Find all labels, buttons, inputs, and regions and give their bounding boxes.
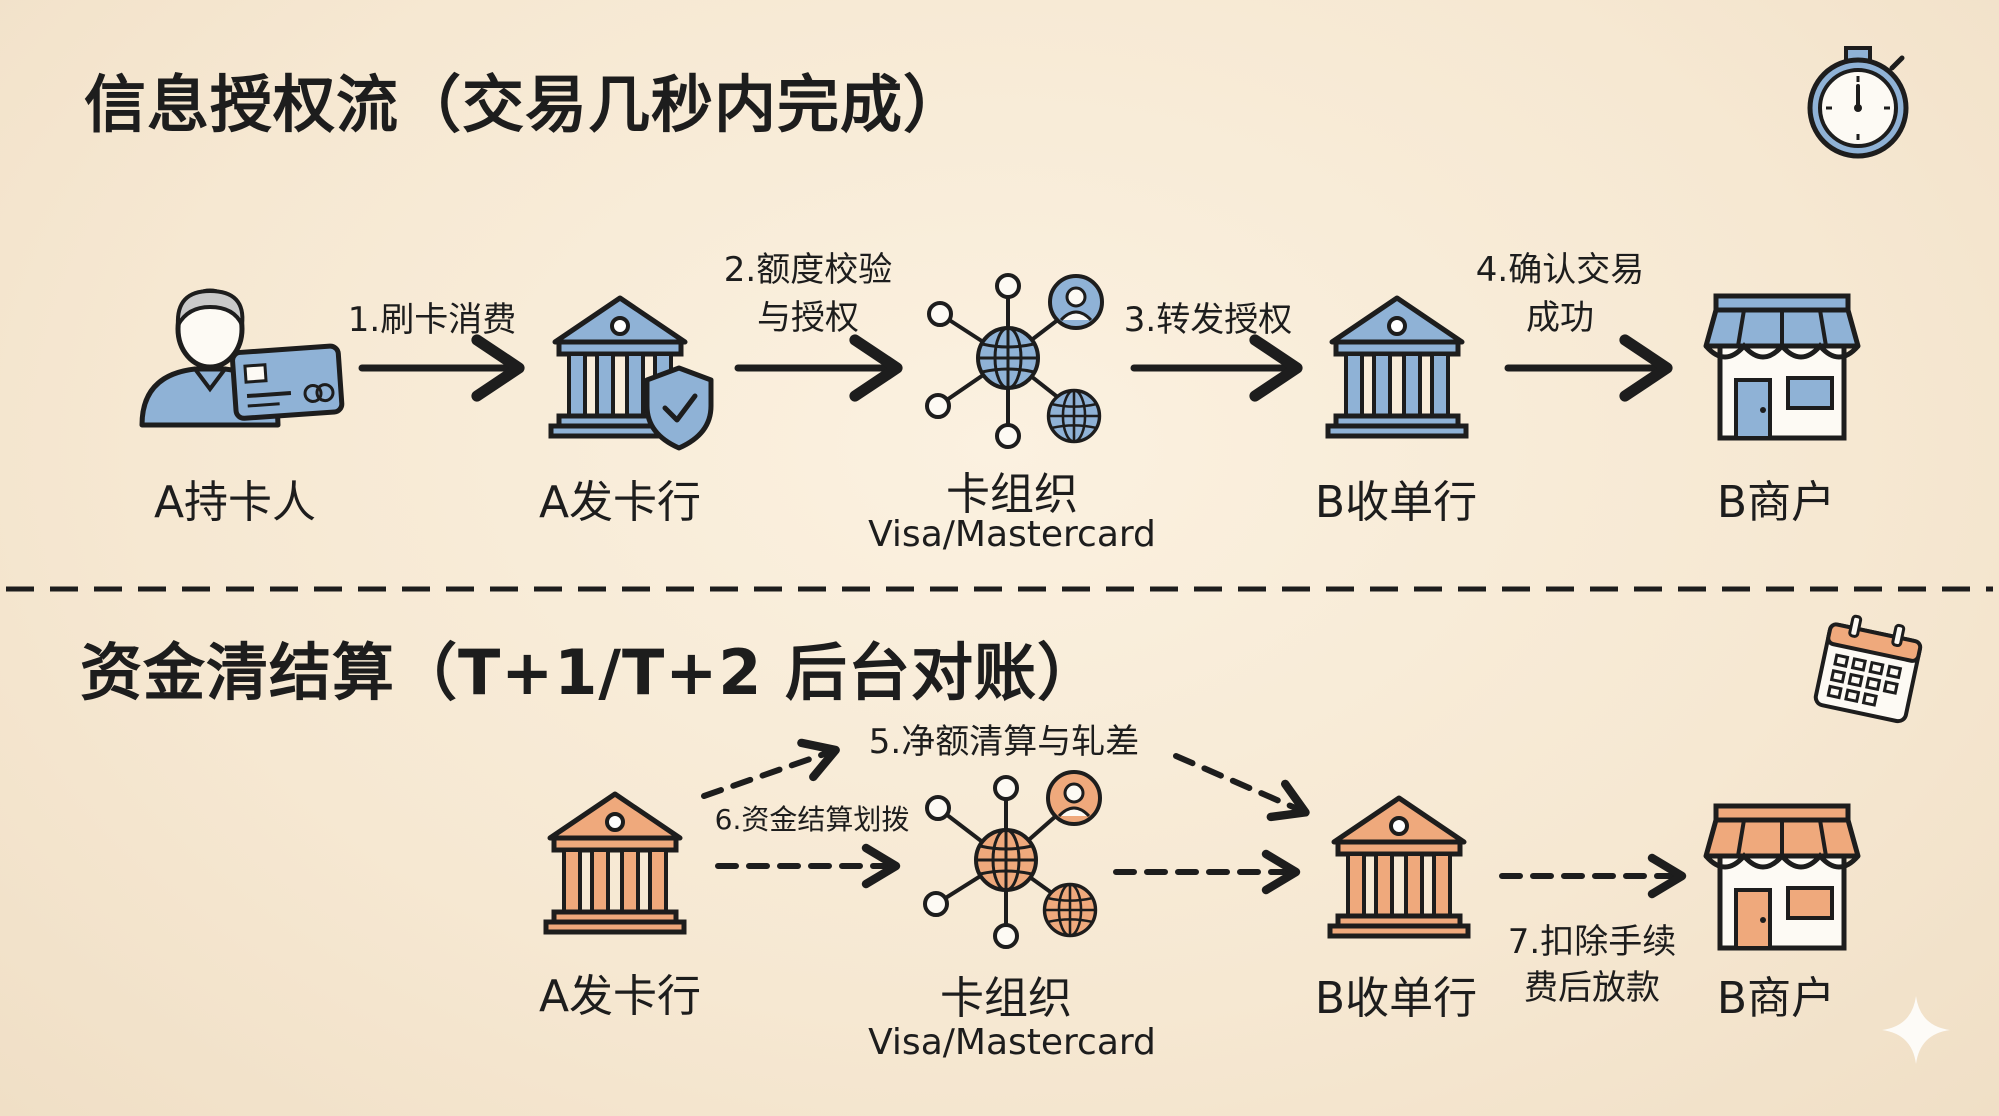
cardholder-icon (139, 288, 345, 428)
globe-icon (976, 326, 1040, 390)
step-7-label-line1: 7.扣除手续 (1507, 922, 1677, 962)
card-network-icon (925, 273, 1104, 449)
settle-issuer-label: A发卡行 (538, 971, 702, 1022)
settle-section-title: 资金清结算（T+1/T+2 后台对账） (80, 636, 1100, 709)
step-2-label-line2: 与授权 (757, 298, 859, 338)
user-node-icon (1048, 274, 1104, 330)
settle-issuer-bank-icon (546, 794, 684, 932)
settle-card-network-icon (923, 770, 1102, 949)
calendar-icon (1813, 614, 1923, 724)
step-3-label: 3.转发授权 (1123, 300, 1293, 340)
auth-section-title: 信息授权流（交易几秒内完成） (84, 68, 967, 141)
arrow-step-5a (701, 738, 840, 799)
stopwatch-icon (1807, 46, 1909, 159)
issuer-bank-icon (551, 298, 714, 451)
step-4-label-line2: 成功 (1526, 298, 1594, 338)
settle-acquirer-bank-icon (1330, 798, 1468, 936)
merchant-label: B商户 (1716, 477, 1836, 528)
network-sub-label: Visa/Mastercard (868, 514, 1156, 555)
arrow-step-5b (1173, 753, 1310, 822)
settle-merchant-store-icon (1706, 806, 1858, 948)
network-label: 卡组织 (946, 469, 1078, 520)
settle-merchant-label: B商户 (1716, 973, 1836, 1024)
acquirer-label: B收单行 (1314, 477, 1478, 528)
credit-card-icon (230, 343, 345, 421)
merchant-store-icon (1706, 296, 1858, 438)
step-4-label-line1: 4.确认交易 (1475, 250, 1645, 290)
step-2-label-line1: 2.额度校验 (723, 250, 893, 290)
step-7-label-line2: 费后放款 (1524, 968, 1660, 1008)
acquirer-bank-icon (1328, 298, 1466, 436)
step-1-label: 1.刷卡消费 (347, 300, 517, 340)
cardholder-label: A持卡人 (153, 477, 317, 528)
step-5-label: 5.净额清算与轧差 (868, 722, 1140, 762)
issuer-label: A发卡行 (538, 477, 702, 528)
sparkle-icon (1882, 996, 1950, 1064)
settle-network-label: 卡组织 (940, 973, 1072, 1024)
settle-acquirer-label: B收单行 (1314, 973, 1478, 1024)
shield-check-icon (644, 365, 714, 451)
settle-network-sub-label: Visa/Mastercard (868, 1022, 1156, 1063)
step-6-label: 6.资金结算划拨 (714, 803, 910, 836)
